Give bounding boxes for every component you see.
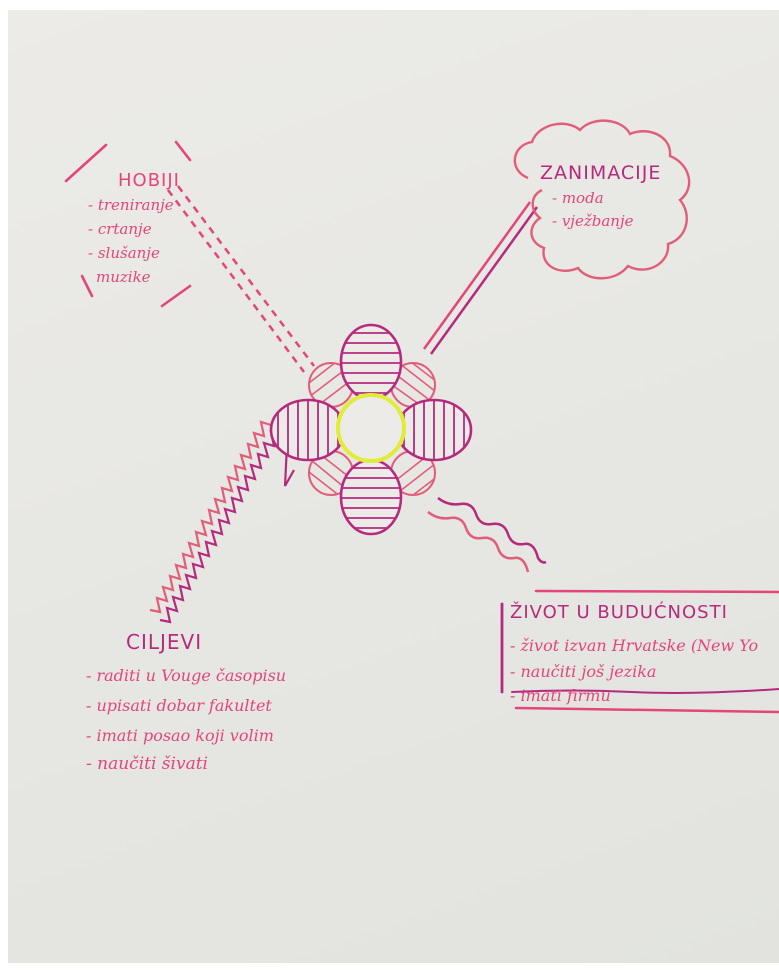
photo-border-left [0,0,8,975]
hobiji-item: - treniranje [88,196,174,214]
zanimacije-title: ZANIMACIJE [540,162,662,184]
zanimacije-cloud [513,119,691,280]
connector-hobiji [166,185,315,373]
photo-border-bottom [0,963,779,975]
hobiji-item: - slušanje [88,244,160,262]
flower-center [336,393,406,463]
ciljevi-item: - naučiti šivati [86,754,208,774]
hobiji-brackets [64,140,192,308]
ciljevi-item: - raditi u Vouge časopisu [86,666,287,685]
zivot-box [500,589,779,714]
petal-left [269,398,347,462]
hobiji-title: HOBIJI [118,170,180,191]
zanimacije-item: - moda [552,189,604,207]
zivot-title: ŽIVOT U BUDUĆNOSTI [510,602,728,623]
central-flower [269,323,473,536]
zivot-item: - naučiti još jezika [510,662,657,681]
zanimacije-item: - vježbanje [552,212,634,230]
hobiji-item: - crtanje [88,220,152,238]
hobiji-item: muzike [96,268,151,286]
zivot-item: - imati firmu [510,686,611,705]
connector-zivot [427,497,547,573]
ciljevi-item: - upisati dobar fakultet [86,696,272,715]
zivot-item: - život izvan Hrvatske (New Yo [510,636,759,655]
ciljevi-title: CILJEVI [126,630,203,654]
photo-border-top [0,0,779,10]
ciljevi-item: - imati posao koji volim [86,726,274,745]
connector-zanimacije [422,201,539,355]
connector-ciljevi [149,419,295,624]
